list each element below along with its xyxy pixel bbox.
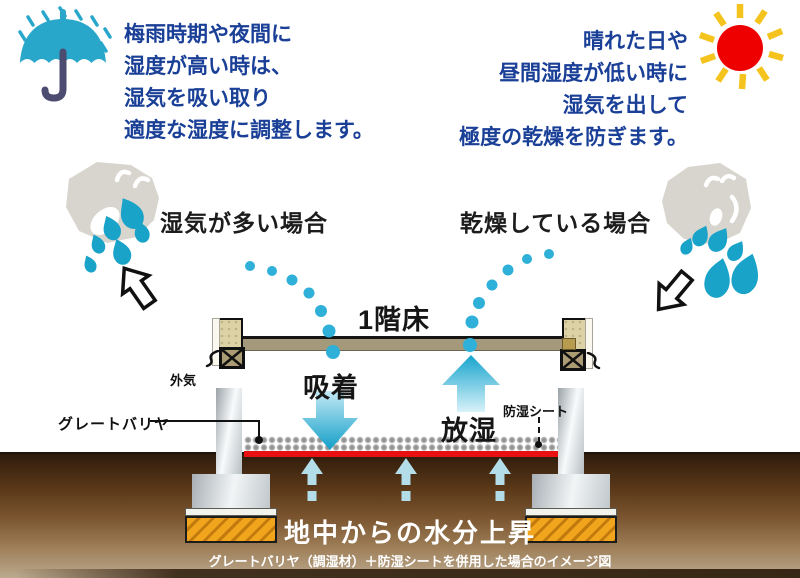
great-barrier-material-layer [244, 436, 558, 451]
intro-line: 湿気を吸い取り [124, 87, 271, 110]
ground-moisture-label: 地中からの水分上昇 [283, 518, 536, 548]
water-drops [84, 198, 150, 273]
moisture-proof-sheet-layer [244, 451, 558, 457]
water-drops [680, 225, 759, 298]
beam-end-block [562, 338, 576, 350]
intro-line: 極度の乾燥を防ぎます。 [459, 126, 688, 149]
right-foundation-base [532, 474, 610, 510]
release-arrow [442, 355, 500, 412]
cloud-shape [662, 163, 751, 245]
great-barrier-pointer-line [150, 420, 260, 422]
sun-rays [698, 4, 784, 90]
sun-disc [717, 25, 763, 71]
right-joist-box [560, 349, 586, 371]
great-barrier-pointer-drop [258, 420, 260, 438]
cloud-mouth [709, 208, 723, 226]
absorb-direction-arrow-outline [120, 266, 158, 311]
left-footing-cap [185, 508, 277, 516]
floor-label: 1階床 [358, 305, 431, 335]
caption: グレートバリヤ（調湿材）＋防湿シートを併用した場合のイメージ図 [208, 554, 612, 569]
left-floor-post [220, 318, 243, 347]
umbrella-canopy [20, 19, 106, 63]
umbrella-handle [41, 48, 67, 102]
intro-text-dry: 晴れた日や 昼間湿度が低い時に 湿気を出して 極度の乾燥を防ぎます。 [459, 26, 688, 154]
umbrella-rain-icon [18, 6, 112, 102]
intro-line: 湿気を出して [562, 94, 688, 117]
moisture-sheet-pointer-dot [535, 441, 542, 448]
sun-icon [698, 4, 784, 90]
release-direction-arrow-outline [656, 268, 695, 312]
release-label: 放湿 [441, 416, 497, 446]
moisture-sheet-label: 防湿シート [503, 404, 569, 419]
intro-line: 湿度が高い時は、 [124, 55, 292, 78]
intro-text-humid: 梅雨時期や夜間に 湿度が高い時は、 湿気を吸い取り 適度な湿度に調整します。 [124, 19, 374, 147]
right-anchor-hook [586, 352, 601, 370]
humid-case-label: 湿気が多い場合 [160, 210, 328, 236]
left-wall-siding [212, 318, 220, 366]
great-barrier-label: グレートバリヤ [58, 416, 171, 433]
humid-cloud-figure [66, 162, 159, 311]
right-wall-siding [585, 318, 593, 369]
absorb-path-dots [245, 261, 340, 359]
left-anchor-hook [205, 350, 220, 368]
left-footing-pad [185, 516, 277, 543]
moisture-sheet-pointer-line [538, 417, 540, 443]
intro-line: 昼間湿度が低い時に [499, 62, 688, 85]
release-path-dots [463, 249, 554, 352]
left-joist-box [219, 347, 245, 369]
outside-air-label: 外気 [170, 373, 197, 388]
ground-moisture-arrows [301, 458, 511, 501]
dry-case-label: 乾燥している場合 [460, 210, 652, 236]
absorb-label: 吸着 [303, 373, 359, 403]
moisture-dot-paths [245, 249, 554, 359]
left-foundation-column [216, 388, 242, 480]
dry-cloud-figure [656, 163, 759, 312]
cloud-face-marks [114, 169, 151, 189]
intro-line: 晴れた日や [583, 30, 688, 53]
soil-bottom-band [0, 569, 800, 578]
absorb-arrow [302, 391, 358, 450]
right-foundation-column [558, 388, 584, 480]
floor-beam [243, 336, 562, 351]
right-footing-cap [525, 508, 617, 516]
left-foundation-base [192, 474, 270, 510]
intro-line: 梅雨時期や夜間に [124, 23, 292, 46]
great-barrier-pointer-dot [255, 436, 263, 444]
intro-line: 適度な湿度に調整します。 [124, 119, 374, 142]
cloud-face-marks [703, 173, 739, 224]
right-footing-pad [525, 516, 617, 543]
